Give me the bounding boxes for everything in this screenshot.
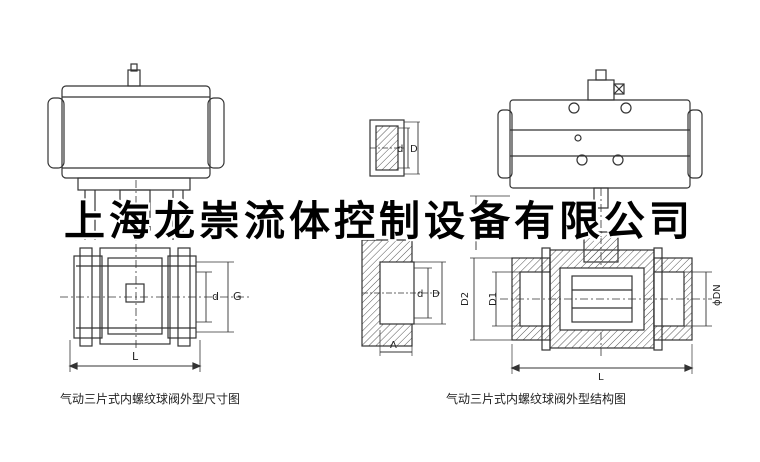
left-label-g: G — [233, 290, 242, 303]
left-indicator — [127, 69, 141, 87]
left-actuator-cap-right — [207, 97, 225, 169]
left-label-l: L — [132, 350, 139, 363]
right-port-1 — [568, 102, 580, 114]
detail-lower-label-d: d — [417, 289, 423, 300]
right-drawing-caption: 气动三片式内螺纹球阀外型结构图 — [446, 392, 627, 406]
company-banner: 上海龙崇流体控制设备有限公司 — [64, 197, 694, 245]
right-indicator — [587, 79, 615, 101]
left-label-d: d — [212, 290, 219, 303]
left-bracket — [77, 177, 191, 191]
right-label-l: L — [598, 372, 604, 383]
left-drawing-caption: 气动三片式内螺纹球阀外型尺寸图 — [60, 392, 241, 406]
detail-lower-drawing — [361, 239, 446, 356]
left-valve-body — [99, 247, 171, 345]
detail-lower-label-a: A — [390, 340, 397, 351]
detail-lower-label-D: D — [432, 289, 440, 300]
left-end-cap-left — [73, 255, 103, 339]
left-actuator-body — [61, 85, 211, 179]
left-actuator-cap-left — [47, 97, 65, 169]
detail-upper-label-d: d — [397, 144, 403, 155]
right-label-d1: D1 — [488, 292, 499, 306]
right-label-h: H — [480, 223, 487, 233]
detail-upper-label-D: D — [410, 144, 418, 155]
left-valve-drawing — [47, 63, 250, 372]
right-label-d2: D2 — [460, 292, 471, 306]
right-actuator-body — [509, 99, 691, 189]
detail-upper-drawing — [369, 119, 420, 177]
right-port-2 — [620, 102, 632, 114]
right-actuator-cap-left — [497, 109, 513, 179]
right-label-dn: ϕDN — [712, 284, 723, 306]
right-valve-drawing — [470, 69, 712, 374]
right-actuator-cap-right — [687, 109, 703, 179]
